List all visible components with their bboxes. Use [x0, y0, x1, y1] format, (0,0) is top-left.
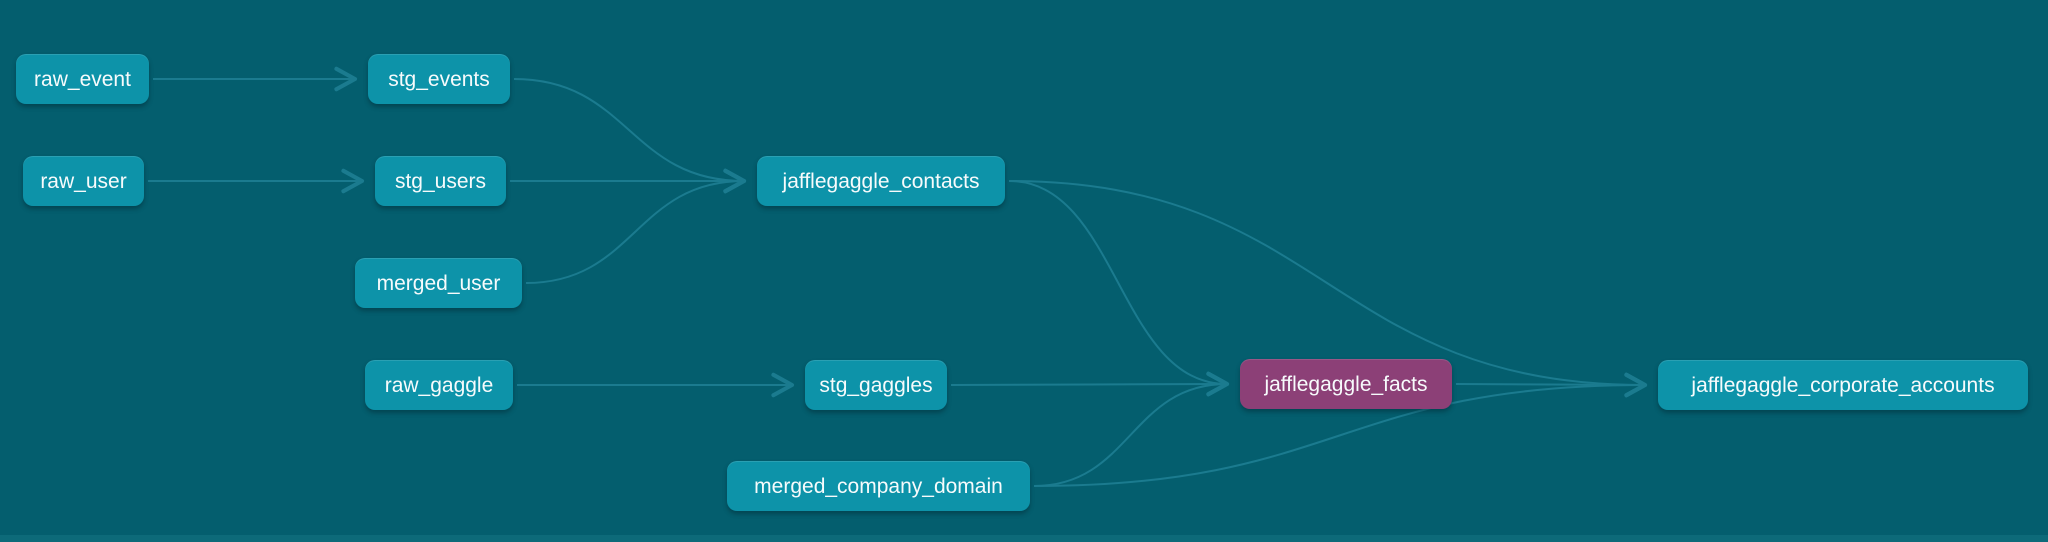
node-label: stg_events — [388, 67, 490, 91]
edge-merged_user-to-jafflegaggle_contacts — [525, 168, 747, 284]
node-label: merged_company_domain — [754, 474, 1003, 498]
node-label: raw_user — [40, 169, 127, 193]
node-jafflegaggle_facts[interactable]: jafflegaggle_facts — [1240, 359, 1452, 409]
bottom-panel-edge — [0, 535, 2048, 542]
node-raw_event[interactable]: raw_event — [16, 54, 149, 104]
node-raw_gaggle[interactable]: raw_gaggle — [365, 360, 513, 410]
node-stg_users[interactable]: stg_users — [375, 156, 506, 206]
edge-stg_gaggles-to-jafflegaggle_facts — [950, 371, 1230, 397]
node-label: raw_event — [34, 67, 131, 91]
node-jafflegaggle_corporate_accounts[interactable]: jafflegaggle_corporate_accounts — [1658, 360, 2028, 410]
edge-merged_company_domain-to-jafflegaggle_facts — [1033, 371, 1230, 487]
edge-jafflegaggle_contacts-to-jafflegaggle_corporate_accounts — [1008, 180, 1648, 398]
node-label: merged_user — [376, 271, 501, 295]
node-jafflegaggle_contacts[interactable]: jafflegaggle_contacts — [757, 156, 1005, 206]
node-label: jafflegaggle_facts — [1264, 372, 1428, 396]
node-label: stg_users — [394, 169, 487, 193]
edge-jafflegaggle_contacts-to-jafflegaggle_facts — [1008, 180, 1230, 397]
edge-merged_company_domain-to-jafflegaggle_corporate_accounts — [1033, 372, 1648, 487]
node-merged_user[interactable]: merged_user — [355, 258, 522, 308]
node-stg_events[interactable]: stg_events — [368, 54, 510, 104]
node-label: stg_gaggles — [819, 373, 933, 397]
edge-stg_events-to-jafflegaggle_contacts — [513, 78, 747, 194]
node-label: jafflegaggle_contacts — [782, 169, 980, 193]
node-label: raw_gaggle — [384, 373, 494, 397]
node-stg_gaggles[interactable]: stg_gaggles — [805, 360, 947, 410]
node-label: jafflegaggle_corporate_accounts — [1691, 373, 1995, 397]
node-raw_user[interactable]: raw_user — [23, 156, 144, 206]
node-merged_company_domain[interactable]: merged_company_domain — [727, 461, 1030, 511]
